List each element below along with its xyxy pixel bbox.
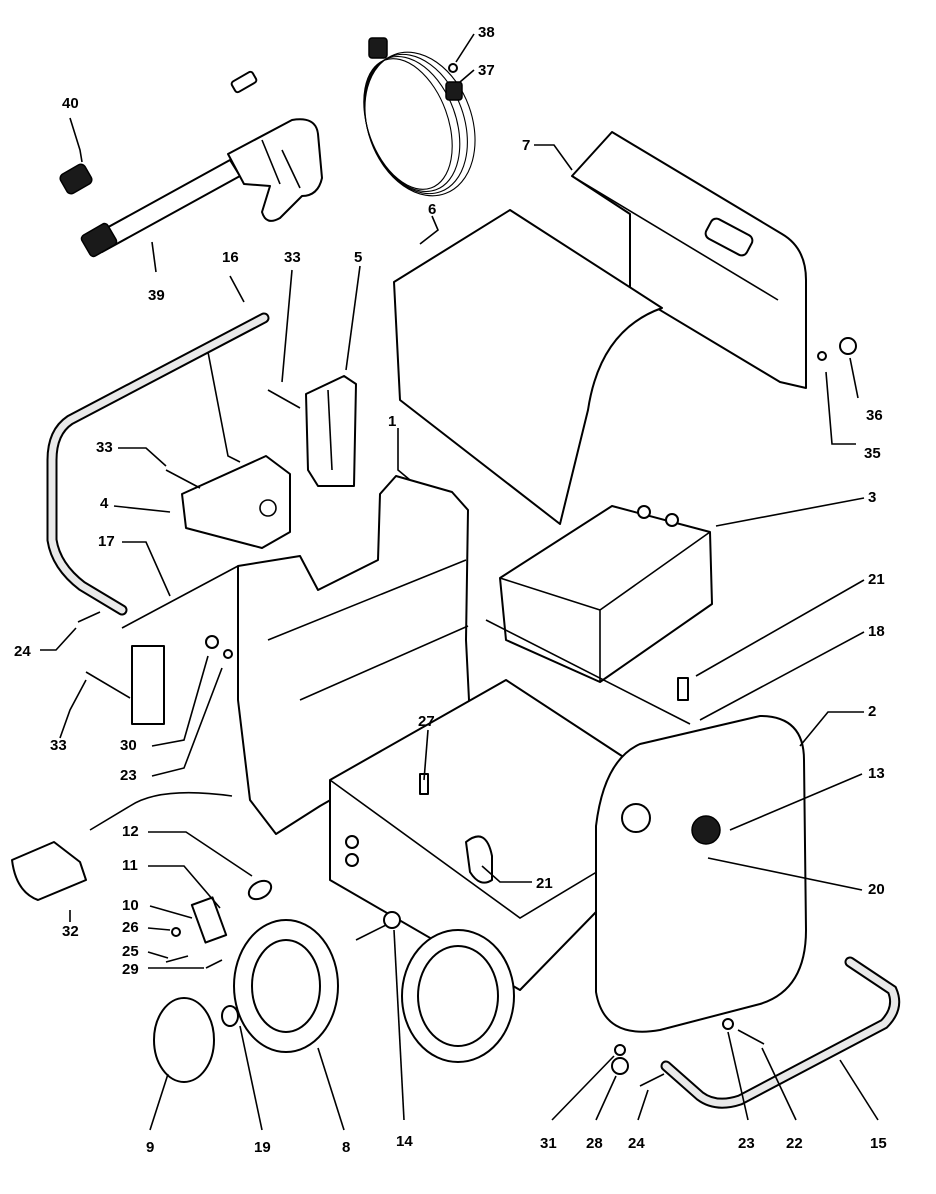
- callout-8: 8: [342, 1139, 351, 1156]
- motor-block-part: [499, 505, 713, 683]
- spray-lance-part: [59, 70, 258, 195]
- callout-16: 16: [222, 249, 239, 266]
- callout-22: 22: [786, 1135, 803, 1152]
- callout-32: 32: [62, 923, 79, 940]
- holder-part: [181, 455, 291, 549]
- callout-31: 31: [540, 1135, 557, 1152]
- callout-30: 30: [120, 737, 137, 754]
- callout-29: 29: [122, 961, 139, 978]
- callout-1: 1: [388, 413, 397, 430]
- rail-part: [485, 619, 691, 725]
- callout-40: 40: [62, 95, 79, 112]
- tank-part: [595, 715, 807, 1033]
- side-panel-part: [393, 209, 663, 525]
- callout-33-mid: 33: [96, 439, 113, 456]
- callout-19: 19: [254, 1139, 271, 1156]
- callout-10: 10: [122, 897, 139, 914]
- bracket-part: [305, 375, 357, 487]
- callout-15: 15: [870, 1135, 887, 1152]
- high-pressure-hose-part: [363, 37, 476, 197]
- power-plug-part: [11, 791, 233, 901]
- callout-13: 13: [868, 765, 885, 782]
- wheel-cap-part: [153, 997, 239, 1083]
- callout-20: 20: [868, 881, 885, 898]
- callout-23-low: 23: [738, 1135, 755, 1152]
- callout-26: 26: [122, 919, 139, 936]
- callout-33-top: 33: [284, 249, 301, 266]
- callout-33-low: 33: [50, 737, 67, 754]
- callout-4: 4: [100, 495, 109, 512]
- callout-27: 27: [418, 713, 435, 730]
- callout-35: 35: [864, 445, 881, 462]
- callout-36: 36: [866, 407, 883, 424]
- callout-23-left: 23: [120, 767, 137, 784]
- callout-17: 17: [98, 533, 115, 550]
- callout-21-top: 21: [868, 571, 885, 588]
- callout-24-left: 24: [14, 643, 31, 660]
- callout-25: 25: [122, 943, 139, 960]
- callout-21-low: 21: [536, 875, 553, 892]
- callout-5: 5: [354, 249, 363, 266]
- frame-part: [121, 565, 239, 725]
- callout-24-low: 24: [628, 1135, 645, 1152]
- callout-9: 9: [146, 1139, 155, 1156]
- callout-37: 37: [478, 62, 495, 79]
- callout-14: 14: [396, 1133, 413, 1150]
- callout-12: 12: [122, 823, 139, 840]
- callout-6: 6: [428, 201, 437, 218]
- leader-lines: [40, 33, 879, 1131]
- push-handle-part: [46, 312, 270, 616]
- callout-2: 2: [868, 703, 877, 720]
- lower-handle-part: [660, 956, 901, 1109]
- spray-gun-part: [80, 118, 323, 258]
- callout-28: 28: [586, 1135, 603, 1152]
- callout-7: 7: [522, 137, 531, 154]
- callout-39: 39: [148, 287, 165, 304]
- wheel-part: [233, 919, 515, 1063]
- callout-11: 11: [122, 857, 138, 874]
- small-parts: [77, 337, 857, 1087]
- callout-18: 18: [868, 623, 885, 640]
- callout-38: 38: [478, 24, 495, 41]
- top-cover-part: [571, 131, 807, 389]
- callout-3: 3: [868, 489, 877, 506]
